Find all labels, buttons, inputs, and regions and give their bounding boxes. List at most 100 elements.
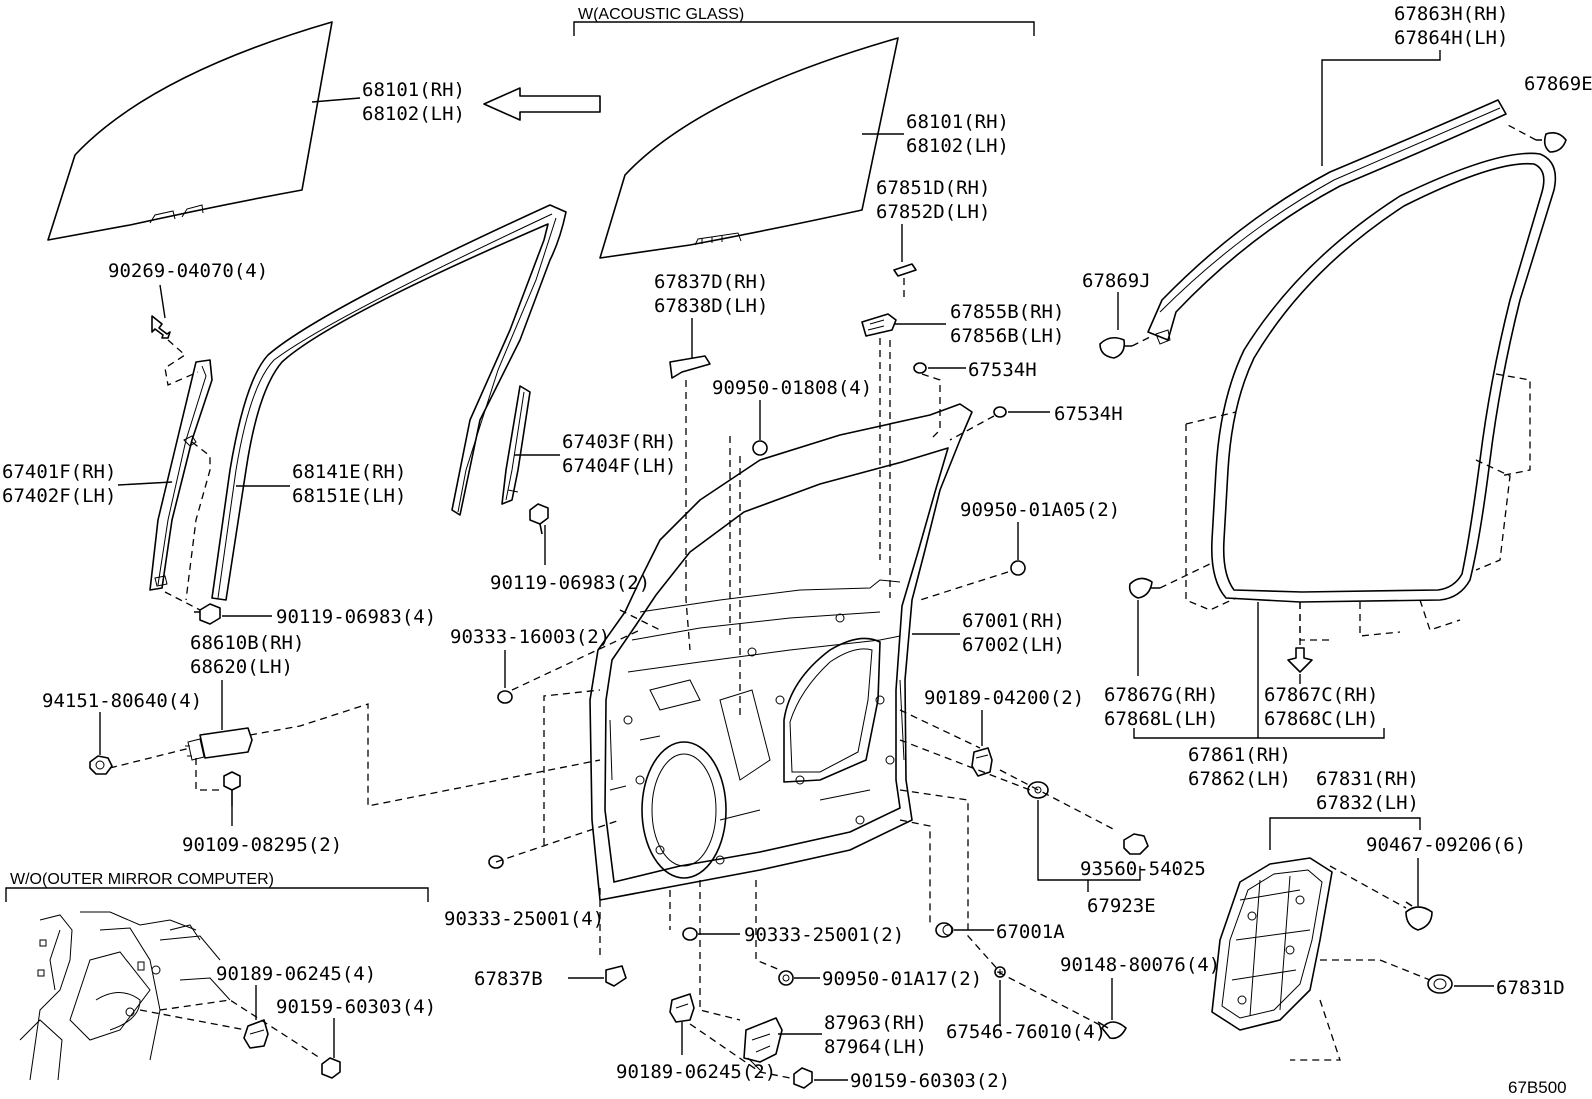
run-lh-label: 68151E(LH)	[292, 485, 406, 507]
door-opening-trim	[1147, 99, 1507, 345]
service-hole-cover	[1211, 857, 1333, 1031]
diagram-code: 67B500	[1508, 1078, 1567, 1097]
bolt-icon	[793, 1067, 813, 1089]
nut-93560-label: 93560-54025	[1080, 858, 1206, 880]
channel-front-lh-label: 67404F(LH)	[562, 455, 676, 477]
bolt-90159-b-label: 90159-60303(4)	[276, 996, 436, 1018]
hole-cover-b-label: 67534H	[1054, 403, 1123, 425]
channel-rear-rh-label: 67401F(RH)	[2, 461, 116, 483]
bracket-rh-label: 67851D(RH)	[876, 177, 990, 199]
channel-rear-lh-label: 67402F(LH)	[2, 485, 116, 507]
clip-icon	[971, 747, 993, 777]
mirror-bracket	[743, 1017, 783, 1071]
door-weatherstrip	[1210, 152, 1557, 603]
panel-lh-label: 67002(LH)	[962, 634, 1065, 656]
seal-67837b-label: 67837B	[474, 968, 543, 990]
clip-67869j-label: 67869J	[1082, 270, 1151, 292]
plug-icon	[497, 690, 513, 704]
hole-cover-icon	[913, 362, 927, 374]
plug-90950-a05-label: 90950-01A05(2)	[960, 499, 1120, 521]
run-rh-label: 68141E(RH)	[292, 461, 406, 483]
bolt-90109-label: 90109-08295(2)	[182, 834, 342, 856]
clip-icon	[1128, 577, 1160, 599]
bolt-icon	[321, 1057, 341, 1079]
acoustic-glass-bracket	[573, 21, 1035, 36]
regulator-motor	[185, 727, 253, 761]
weather-upper-rh-label: 67863H(RH)	[1394, 3, 1508, 25]
clip-icon	[994, 966, 1006, 978]
plug-90333-16003-label: 90333-16003(2)	[450, 626, 610, 648]
clip-90148-label: 90148-80076(4)	[1060, 954, 1220, 976]
hole-cover-a-label: 67534H	[968, 359, 1037, 381]
nut-icon	[1123, 833, 1149, 855]
seal-icon	[1427, 974, 1453, 994]
reference-arrow-icon	[483, 87, 601, 121]
door-inner-panel	[589, 403, 973, 901]
service-lh-label: 67832(LH)	[1316, 792, 1419, 814]
hole-cover-icon	[993, 406, 1007, 418]
nut-94151-label: 94151-80640(4)	[42, 690, 202, 712]
bolt-90119-2-label: 90119-06983(2)	[490, 572, 650, 594]
seal-67831d-label: 67831D	[1496, 977, 1565, 999]
bracket2-rh-label: 67855B(RH)	[950, 301, 1064, 323]
clip-icon	[1405, 901, 1433, 931]
weather-lh-label: 67862(LH)	[1188, 768, 1291, 790]
channel-front-rh-label: 67403F(RH)	[562, 431, 676, 453]
service-rh-label: 67831(RH)	[1316, 768, 1419, 790]
clip-icon	[1097, 1021, 1127, 1040]
plug-90333-25001-4-label: 90333-25001(4)	[444, 908, 604, 930]
plug-icon	[778, 970, 794, 986]
plug-icon	[488, 855, 504, 869]
seal-icon	[605, 965, 627, 987]
clip-90189-6245a-label: 90189-06245(2)	[616, 1061, 776, 1083]
nut-icon	[89, 755, 113, 775]
hole-cover-67001a-label: 67001A	[996, 921, 1065, 943]
plug-icon	[752, 440, 768, 456]
clip-right-rh-label: 67867C(RH)	[1264, 684, 1378, 706]
bolt-90159-a-label: 90159-60303(2)	[850, 1070, 1010, 1092]
glass-left-lh-label: 68102(LH)	[362, 103, 465, 125]
hole-cover-icon	[935, 922, 954, 938]
plug-90950-808-label: 90950-01808(4)	[712, 377, 872, 399]
clip-67869e-label: 67869E	[1524, 73, 1592, 95]
clip-right-lh-label: 67868C(LH)	[1264, 708, 1378, 730]
front-channel	[501, 385, 531, 505]
plug-90333-25001-2-label: 90333-25001(2)	[744, 924, 904, 946]
glass-right-rh-label: 68101(RH)	[906, 111, 1009, 133]
weather-rh-label: 67861(RH)	[1188, 744, 1291, 766]
clip-icon	[1287, 647, 1313, 673]
striker-bracket	[861, 313, 897, 337]
acoustic-glass-header: W(ACOUSTIC GLASS)	[578, 6, 744, 23]
weather-upper-lh-label: 67864H(LH)	[1394, 27, 1508, 49]
clip-67546-label: 67546-76010(4)	[946, 1021, 1106, 1043]
plug-icon	[682, 927, 698, 941]
grommet-icon	[1027, 781, 1049, 799]
bracket-lh-label: 67852D(LH)	[876, 201, 990, 223]
clip-icon	[669, 993, 695, 1023]
handle-lh-label: 67838D(LH)	[654, 295, 768, 317]
plug-icon	[1010, 560, 1026, 576]
rear-channel	[149, 359, 213, 591]
plug-90950-a17-label: 90950-01A17(2)	[822, 968, 982, 990]
bolt-icon	[194, 603, 221, 625]
glass-right-lh-label: 68102(LH)	[906, 135, 1009, 157]
outer-mirror-bracket	[5, 887, 429, 902]
outer-mirror-header: W/O(OUTER MIRROR COMPUTER)	[10, 871, 274, 888]
panel-rh-label: 67001(RH)	[962, 610, 1065, 632]
bracket3-rh-label: 87963(RH)	[824, 1012, 927, 1034]
screw-icon	[151, 315, 171, 339]
door-glass-acoustic	[599, 37, 899, 259]
clip-icon	[1099, 336, 1132, 359]
clip-90189-4200-label: 90189-04200(2)	[924, 687, 1084, 709]
bracket3-lh-label: 87964(LH)	[824, 1036, 927, 1058]
sub-67923-label: 67923E	[1087, 895, 1156, 917]
bolt-90119-4-label: 90119-06983(4)	[276, 606, 436, 628]
regulator-rh-label: 68610B(RH)	[190, 632, 304, 654]
clip-left-rh-label: 67867G(RH)	[1104, 684, 1218, 706]
clip-icon	[1536, 132, 1567, 153]
regulator-lh-label: 68620(LH)	[190, 656, 293, 678]
clip-90467-label: 90467-09206(6)	[1366, 834, 1526, 856]
clip-90189-6245b-label: 90189-06245(4)	[216, 963, 376, 985]
bracket2-lh-label: 67856B(LH)	[950, 325, 1064, 347]
